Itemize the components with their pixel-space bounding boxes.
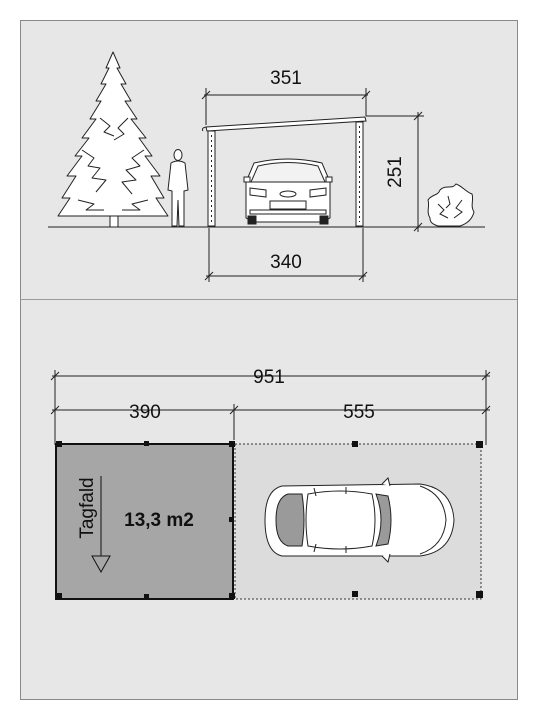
slope-arrow-icon	[91, 476, 111, 574]
dimension-total	[50, 370, 491, 445]
dimension-segments	[50, 404, 491, 440]
area-label: 13,3 m2	[124, 510, 194, 531]
person-icon	[167, 149, 189, 227]
tree-icon	[57, 51, 169, 228]
car-top-icon	[264, 477, 455, 563]
roofed-area	[55, 443, 234, 600]
dimension-height	[366, 111, 424, 232]
posts	[56, 441, 483, 599]
car-front-icon	[243, 158, 333, 225]
dimension-bottom-label: 340	[270, 252, 302, 273]
dimension-total-label: 951	[253, 367, 285, 388]
dimension-height-label: 251	[385, 156, 406, 188]
carport-structure	[201, 116, 367, 227]
dimension-bottom	[204, 228, 368, 282]
shrub-icon	[427, 183, 475, 227]
dimension-top	[201, 88, 371, 125]
dimension-open-label: 555	[343, 402, 375, 423]
slope-label: Tagfald	[77, 477, 98, 538]
dimension-roofed-label: 390	[129, 402, 161, 423]
dimension-top-label: 351	[270, 68, 302, 89]
